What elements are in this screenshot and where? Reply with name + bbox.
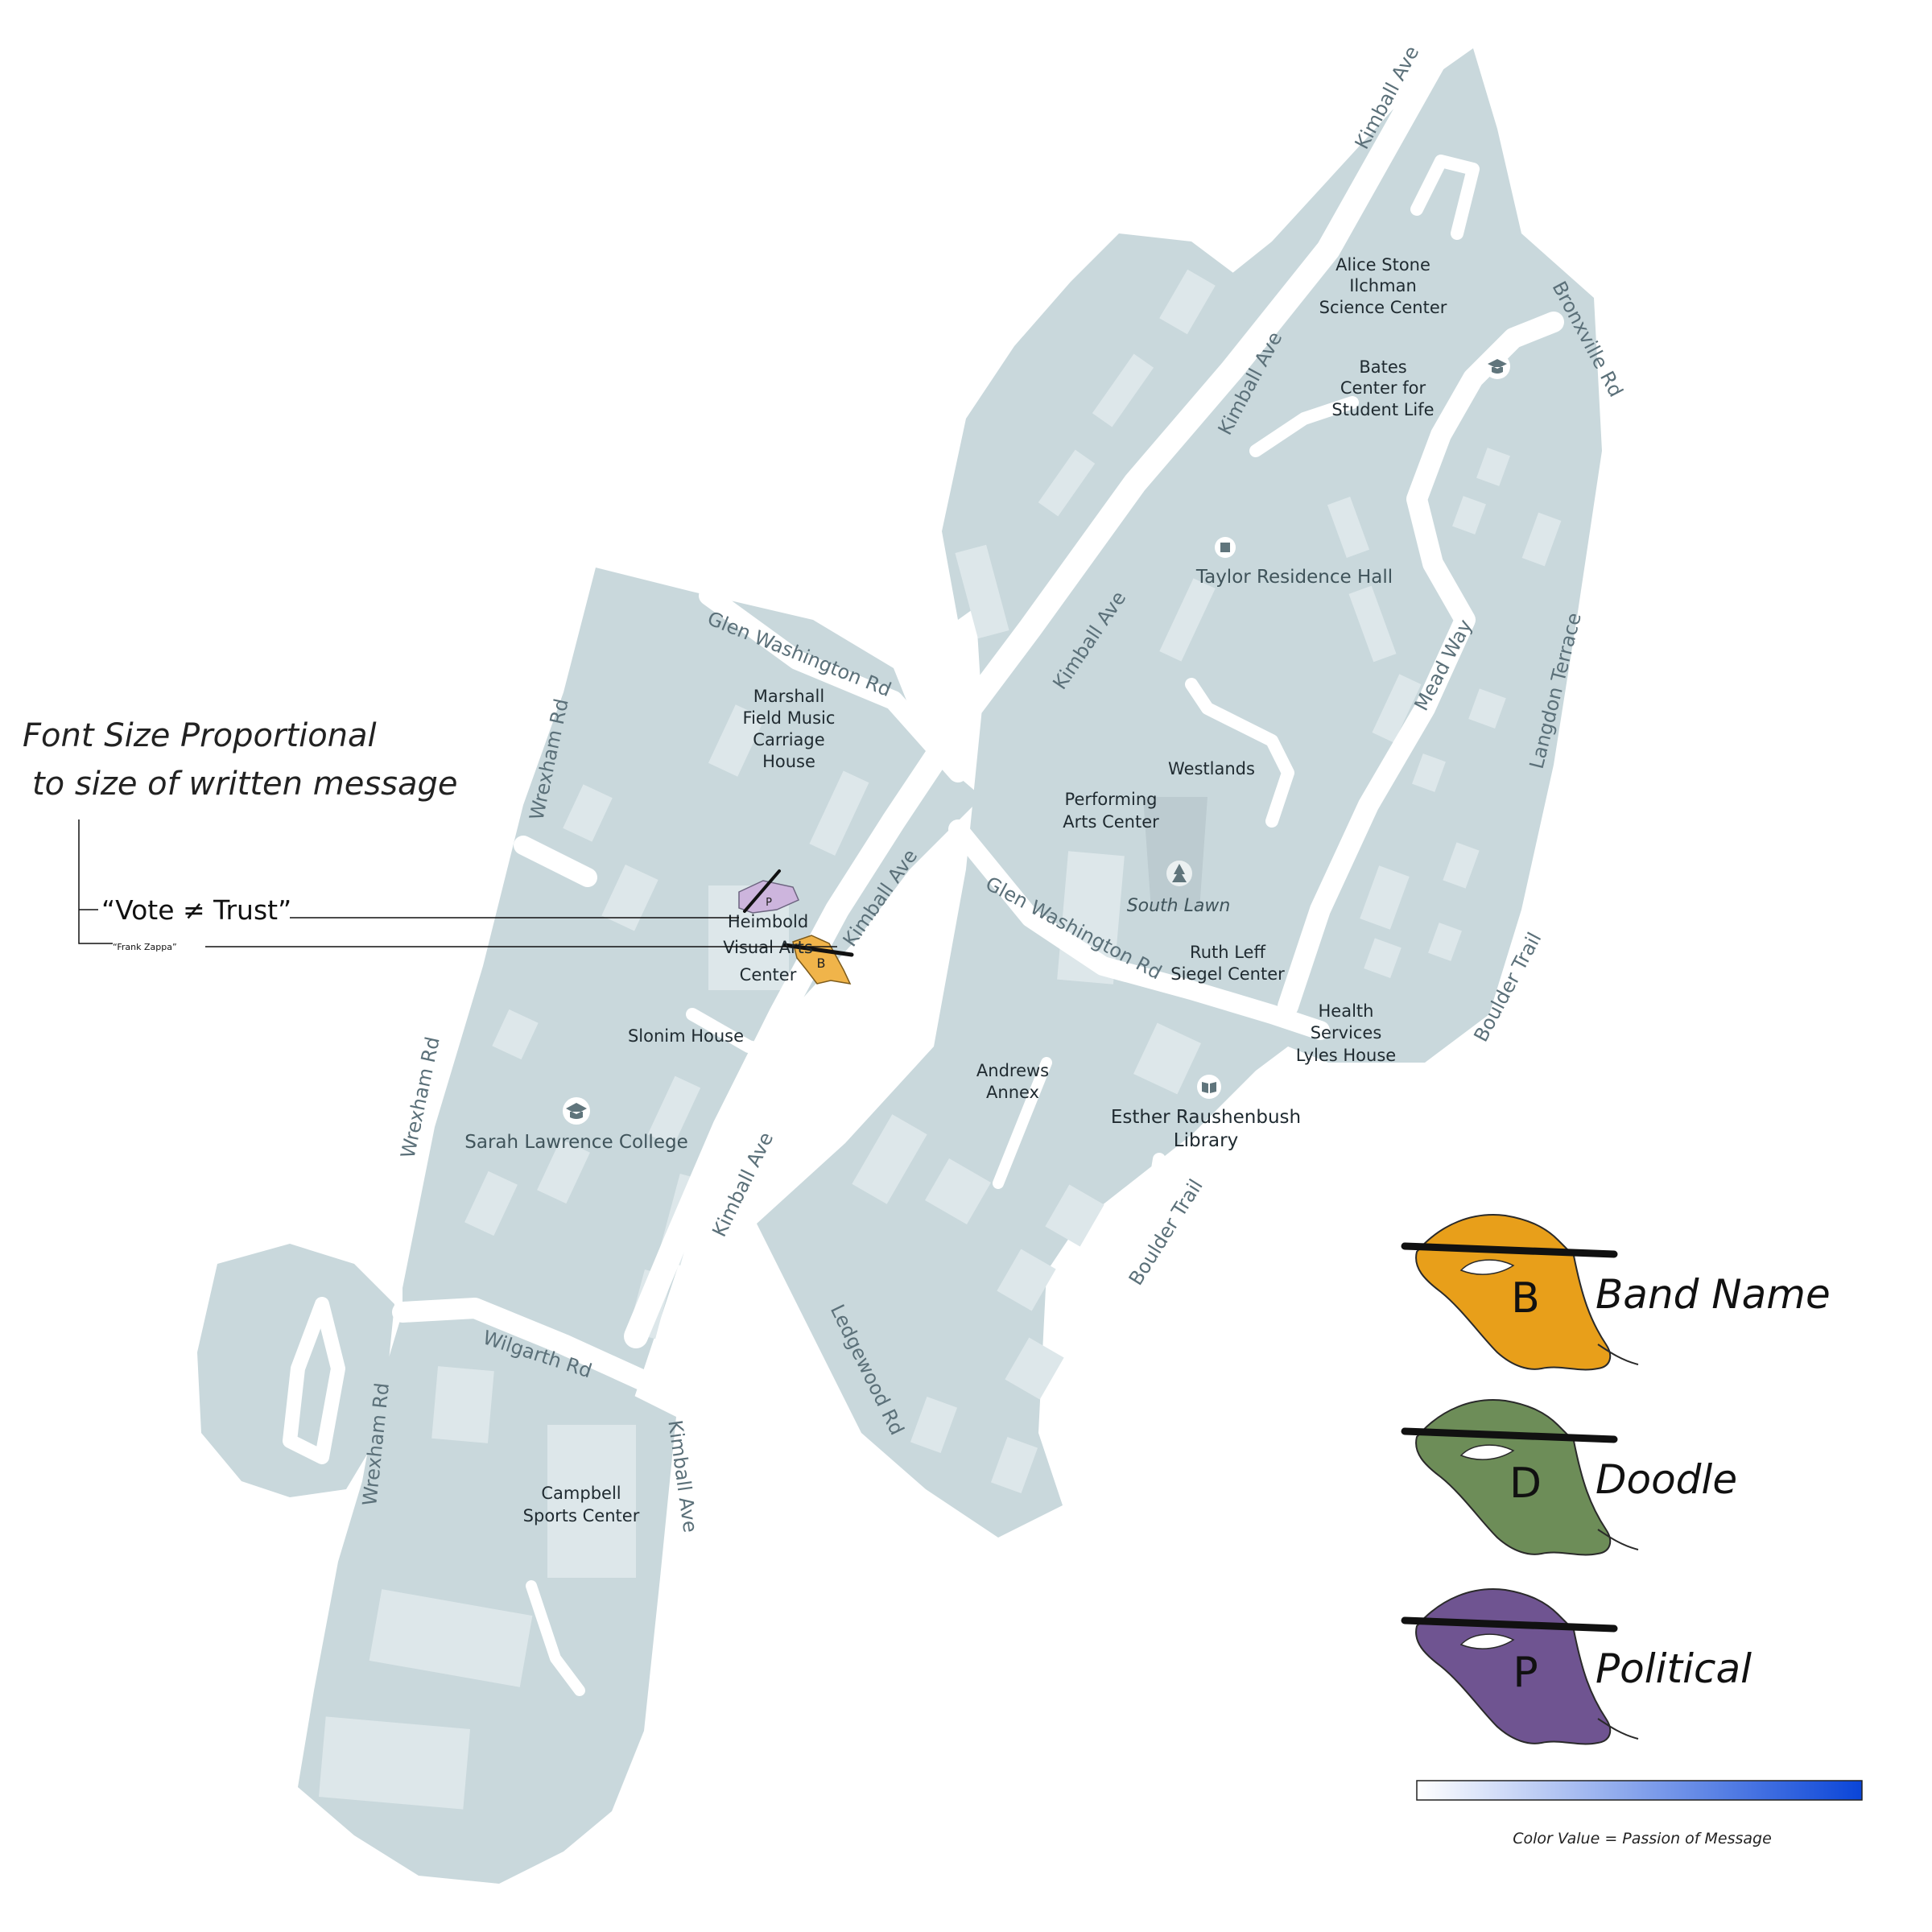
legend-label: Doodle [1596, 1456, 1737, 1503]
legend-label: Political [1596, 1645, 1752, 1692]
cuff-line [1597, 1344, 1639, 1365]
label-campbell-1: Campbell [541, 1484, 621, 1503]
label-marshall-2: Field Music [743, 708, 836, 728]
cuff-line [1597, 1529, 1639, 1550]
label-andrews-2: Annex [986, 1083, 1039, 1102]
tree-icon [1172, 864, 1187, 882]
label-health-3: Lyles House [1296, 1046, 1396, 1065]
legend-letter: B [1511, 1274, 1540, 1323]
label-bates-2: Center for [1340, 378, 1426, 398]
label-performing-arts-2: Arts Center [1063, 812, 1159, 832]
south-lawn-area [1143, 797, 1208, 910]
wrexham-rd-north-spur [514, 836, 597, 887]
label-marshall-1: Marshall [753, 687, 824, 706]
pen-icon [1401, 1242, 1618, 1258]
place-icons [563, 353, 1510, 1125]
top-loop [1410, 155, 1480, 240]
dorm-icon [1215, 537, 1236, 558]
graduation-cap-icon-college [563, 1097, 590, 1125]
pen-icon [1401, 1616, 1618, 1633]
label-heimbold-3: Center [740, 965, 797, 985]
thumb-highlight [1459, 1259, 1515, 1275]
label-marshall-4: House [762, 752, 815, 771]
marker-band-letter: B [817, 956, 826, 971]
label-westlands: Westlands [1168, 759, 1255, 778]
cuff-line [1597, 1718, 1639, 1740]
boulder-trail-drive [1137, 1153, 1166, 1262]
label-health-1: Health [1319, 1001, 1374, 1021]
road-label-boulder-trail-south: Boulder Trail [1125, 1175, 1208, 1290]
kimball-ave-main [624, 44, 1449, 1348]
glen-washington-rd-west [699, 586, 968, 782]
book-icon [1197, 1075, 1221, 1099]
cul-de-sac-loop [283, 1297, 345, 1464]
label-health-2: Services [1311, 1023, 1382, 1042]
label-performing-arts-1: Performing [1065, 790, 1158, 809]
font-size-annotation: Font Size Proportional to size of writte… [23, 717, 837, 952]
label-slc: Sarah Lawrence College [464, 1132, 687, 1153]
thumb-highlight [1459, 1633, 1515, 1649]
glen-washington-rd-east [948, 819, 1330, 1040]
legend-letter: P [1513, 1649, 1538, 1697]
thumb-highlight [1459, 1444, 1515, 1460]
label-heimbold-2: Visual Arts [723, 938, 813, 957]
legend-item-doodle: D Doodle [1401, 1399, 1737, 1556]
label-ruth-leff-1: Ruth Leff [1190, 943, 1265, 962]
wilgarth-rd [392, 1298, 663, 1395]
label-south-lawn: South Lawn [1127, 896, 1231, 916]
legend-item-band-name: B Band Name [1401, 1214, 1831, 1371]
passion-gradient-bar [1416, 1780, 1863, 1801]
legend-label: Band Name [1596, 1271, 1831, 1318]
label-slonim: Slonim House [628, 1026, 744, 1046]
campbell-drive [526, 1580, 585, 1696]
label-alice-stone-3: Science Center [1319, 298, 1447, 317]
passion-scale-caption: Color Value = Passion of Message [1513, 1830, 1772, 1847]
passion-scale: Color Value = Passion of Message [1416, 1780, 1863, 1847]
legend-letter: D [1509, 1459, 1542, 1508]
andrews-drive [993, 1057, 1052, 1189]
label-marshall-3: Carriage [753, 730, 824, 749]
annotation-line-2: to size of written message [32, 766, 458, 803]
label-bates-3: Student Life [1331, 400, 1434, 419]
graduation-cap-icon-top [1484, 353, 1510, 379]
quote-vote-trust: “Vote ≠ Trust” [101, 894, 291, 926]
label-esther-2: Library [1174, 1130, 1238, 1151]
slonim-drive [686, 1008, 787, 1061]
westlands-loop [1185, 678, 1294, 828]
pen-icon [1401, 1427, 1618, 1443]
label-taylor: Taylor Residence Hall [1195, 567, 1393, 588]
label-heimbold-1: Heimbold [728, 912, 808, 931]
label-esther-1: Esther Raushenbush [1111, 1107, 1301, 1128]
label-bates-1: Bates [1359, 357, 1406, 377]
message-marker-political[interactable]: P [738, 869, 799, 914]
label-alice-stone-2: Ilchman [1349, 276, 1417, 295]
label-campbell-2: Sports Center [523, 1506, 640, 1525]
label-andrews-1: Andrews [976, 1061, 1049, 1080]
label-alice-stone-1: Alice Stone [1335, 255, 1430, 275]
annotation-line-1: Font Size Proportional [23, 717, 377, 754]
quote-frank-zappa: “Frank Zappa” [113, 942, 177, 952]
place-labels: Alice Stone Ilchman Science Center Bates… [464, 255, 1447, 1525]
label-ruth-leff-2: Siegel Center [1170, 964, 1285, 984]
bates-drive [1249, 396, 1359, 457]
marker-political-letter: P [766, 897, 772, 909]
legend-item-political: P Political [1401, 1588, 1752, 1745]
